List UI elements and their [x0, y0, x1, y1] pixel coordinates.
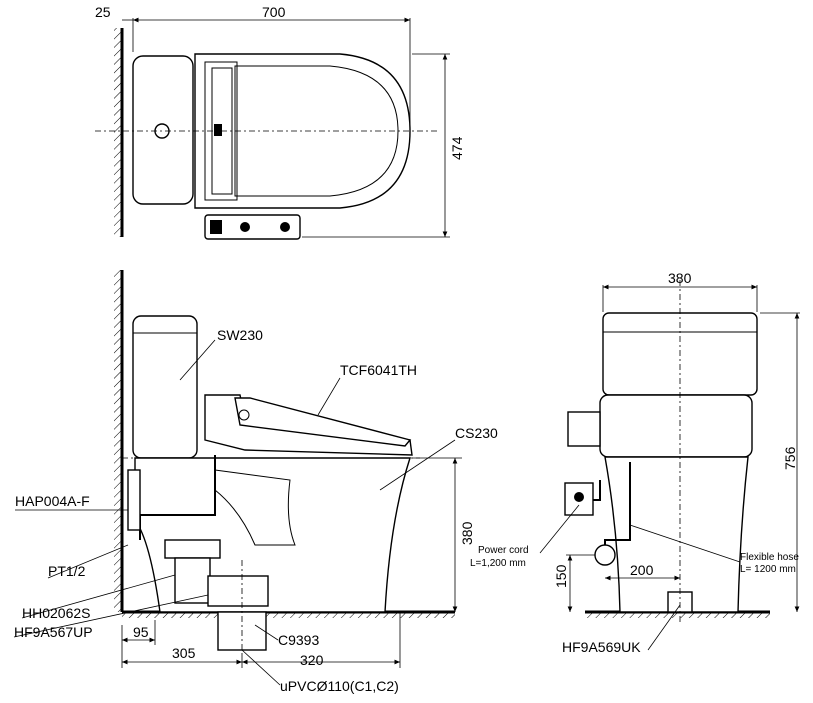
- leader-hose: [629, 524, 741, 563]
- label-drain-pipe: uPVCØ110(C1,C2): [280, 678, 399, 694]
- top-seat-inner: [234, 65, 399, 197]
- top-wall-hatch: [114, 28, 122, 237]
- leader-tank: [179, 339, 216, 381]
- label-hose: Flexible hose: [740, 552, 799, 563]
- front-floor-hatch: [585, 612, 770, 618]
- label-power-cord-len: L=1,200 mm: [470, 558, 526, 569]
- side-adapter: [164, 539, 221, 559]
- label-bowl: CS230: [455, 425, 498, 441]
- front-seat: [599, 394, 753, 458]
- leader-drain-part: [254, 624, 279, 641]
- front-socket-hole: [574, 492, 584, 502]
- front-power-cord: [593, 480, 601, 501]
- side-floor-hatch: [122, 612, 455, 618]
- remote-knob-2: [280, 222, 290, 232]
- leader-front-flange: [647, 604, 681, 651]
- remote-display: [210, 220, 222, 234]
- front-bowl: [604, 456, 749, 613]
- side-view: SW230 TCF6041TH CS230 HAP004A-F PT1/2 HH…: [13, 270, 498, 694]
- leader-seat: [317, 377, 341, 416]
- label-seat: TCF6041TH: [340, 362, 417, 378]
- top-view: 25 700 474: [95, 4, 465, 240]
- side-dim-95: 95: [133, 624, 149, 640]
- side-wall-hatch: [114, 270, 122, 612]
- side-hinge: [238, 409, 250, 421]
- label-thread: PT1/2: [48, 563, 86, 579]
- side-trapway: [214, 469, 296, 546]
- top-remote: [204, 214, 301, 240]
- leader-thread: [47, 544, 129, 579]
- label-tank: SW230: [217, 327, 263, 343]
- side-dim-320: 320: [300, 652, 324, 668]
- side-tank: [132, 315, 198, 459]
- leader-power-cord: [539, 504, 580, 554]
- side-dim-305: 305: [172, 645, 196, 661]
- label-power-cord: Power cord: [478, 545, 529, 556]
- leader-adapter: [21, 574, 176, 619]
- top-dim-width: 474: [449, 136, 465, 160]
- top-seat-sensor: [214, 124, 222, 136]
- top-dim-wall-gap: 25: [95, 4, 111, 20]
- side-flange: [207, 575, 269, 607]
- leader-bowl: [379, 439, 456, 491]
- top-dim-length: 700: [262, 4, 286, 20]
- label-drain-part: C9393: [278, 632, 319, 648]
- side-dim-height: 380: [459, 521, 475, 545]
- front-dim-cord: 150: [553, 564, 569, 588]
- side-valve: [127, 469, 141, 531]
- front-dim-height: 756: [782, 446, 798, 470]
- label-adapter: HH02062S: [22, 605, 91, 621]
- front-dim-width: 380: [668, 270, 692, 286]
- front-dim-hose: 200: [630, 562, 654, 578]
- label-front-flange: HF9A569UK: [562, 639, 641, 655]
- front-view: 380 756 150 200 Power cord L=1,200 mm Fl…: [470, 270, 800, 655]
- side-lid: [234, 397, 412, 447]
- side-adapter-body: [174, 557, 211, 604]
- top-seat-lid: [194, 53, 411, 209]
- front-control-box: [567, 411, 601, 447]
- remote-knob-1: [240, 222, 250, 232]
- label-flange: HF9A567UP: [14, 624, 93, 640]
- label-valve: HAP004A-F: [15, 493, 90, 509]
- front-angle-valve: [594, 544, 616, 566]
- leader-drain-pipe: [241, 649, 281, 686]
- leader-flange: [13, 594, 209, 638]
- label-hose-len: L= 1200 mm: [740, 564, 796, 575]
